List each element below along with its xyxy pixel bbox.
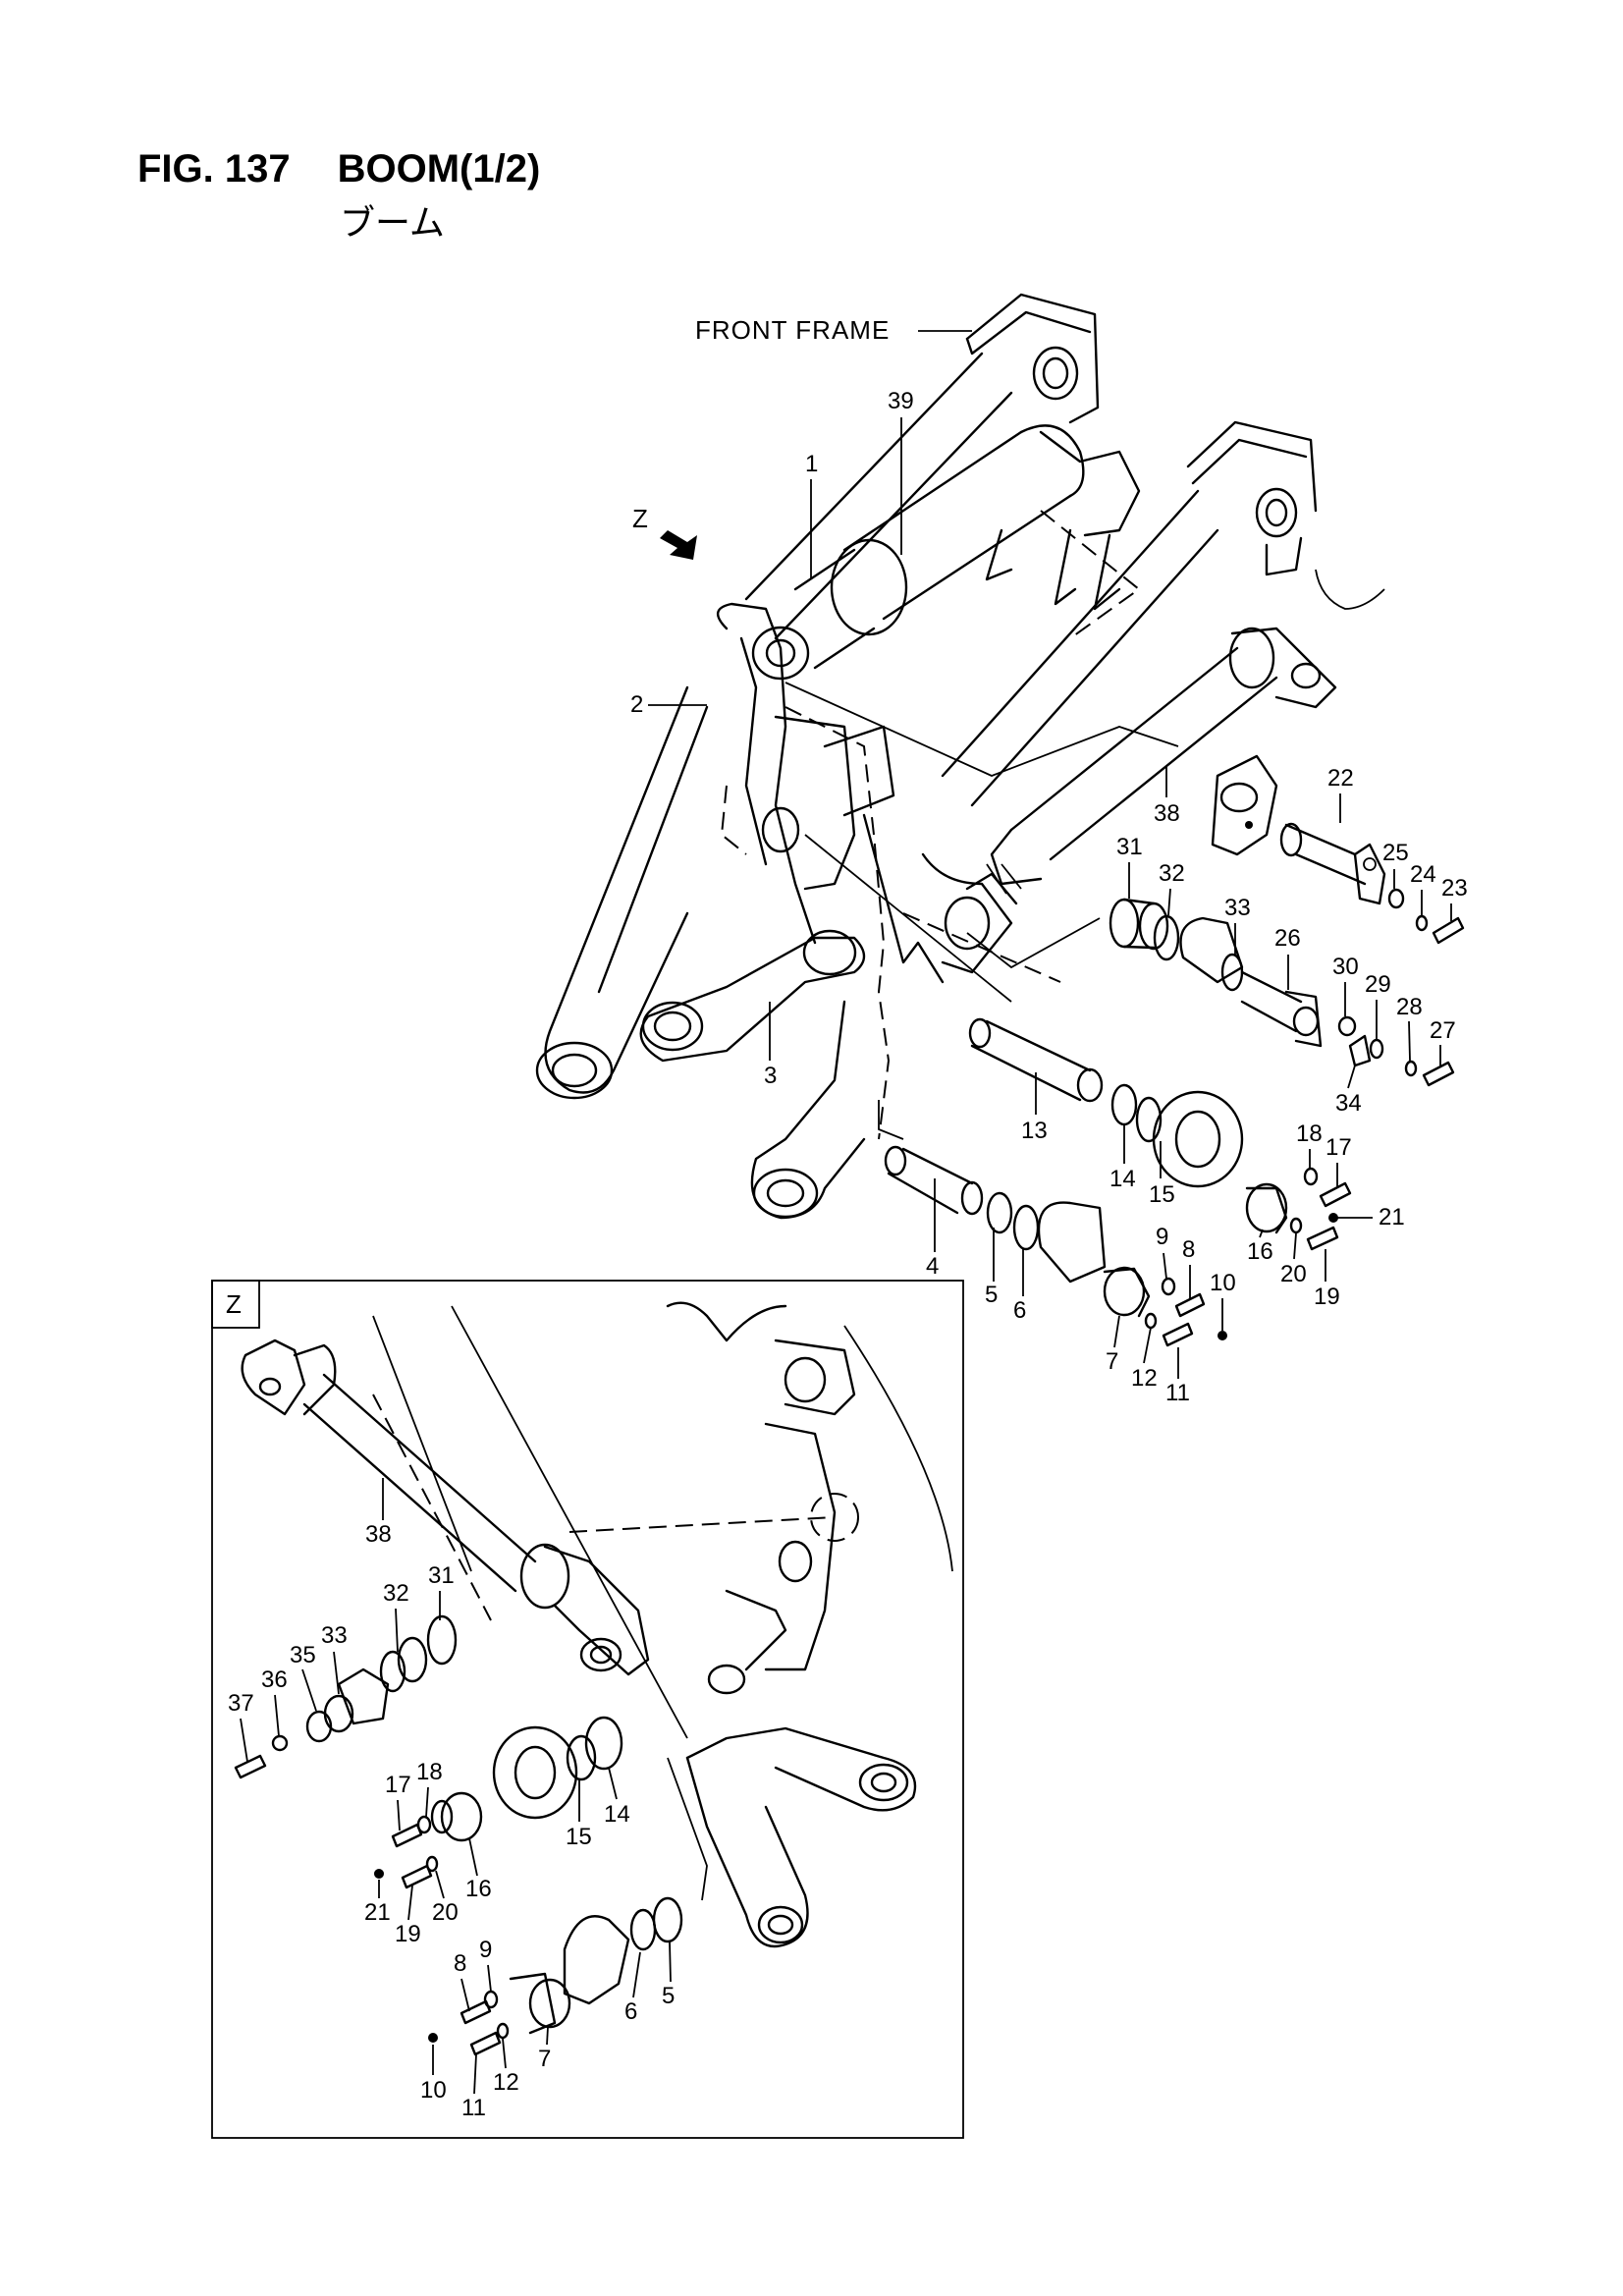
detail-drawing	[241, 1301, 953, 1948]
part-pin-4-group	[884, 1145, 1227, 1347]
boom-arm	[535, 602, 1018, 1100]
steering-cylinder-38	[986, 627, 1337, 895]
detail-callout-15: 15	[566, 1824, 592, 1850]
part-pin-26-group	[1109, 898, 1455, 1087]
detail-callout-36: 37	[228, 1690, 254, 1717]
detail-callout-14: 14	[604, 1801, 630, 1828]
detail-callout-8: 8	[454, 1950, 466, 1977]
detail-callout-11: 11	[461, 2095, 486, 2121]
callout-1: 1	[805, 451, 818, 477]
main-view-callouts: 39 1 2 3 4 5 6 7 8 9 10	[630, 388, 1468, 1406]
detail-callout-31: 31	[428, 1562, 455, 1589]
view-z-label: Z	[632, 504, 649, 533]
front-frame-label: FRONT FRAME	[695, 315, 890, 345]
part-bracket-22-group	[1211, 754, 1465, 945]
detail-callout-21: 21	[364, 1899, 391, 1926]
detail-view-frame	[211, 1280, 964, 2139]
callout-23: 23	[1441, 875, 1468, 902]
pin-leader-line-13	[804, 834, 1012, 1003]
callout-10: 10	[1210, 1270, 1236, 1296]
detail-callout-19: 19	[395, 1921, 421, 1947]
callout-7: 7	[1106, 1348, 1118, 1375]
callout-13: 13	[1021, 1118, 1048, 1144]
callout-6: 6	[1013, 1297, 1026, 1324]
callout-5: 5	[985, 1282, 998, 1308]
figure-name: BOOM(1/2)	[337, 147, 541, 191]
callout-20: 20	[1280, 1261, 1307, 1287]
detail-callout-12: 12	[493, 2069, 519, 2096]
pin-leader-line	[784, 682, 1179, 777]
callout-16: 16	[1247, 1238, 1273, 1265]
callout-4: 4	[926, 1253, 939, 1280]
callout-30: 30	[1332, 954, 1359, 980]
callout-32: 32	[1159, 860, 1185, 887]
detail-view-label-box	[211, 1280, 260, 1329]
callout-8: 8	[1182, 1236, 1195, 1263]
detail-callout-6: 6	[624, 1998, 637, 2025]
callout-19: 19	[1314, 1284, 1340, 1310]
detail-callout-17: 17	[385, 1772, 411, 1798]
callout-26: 26	[1274, 925, 1301, 952]
pin-alignment-dash-line-left	[720, 785, 747, 855]
view-z-arrow: Z	[632, 504, 697, 560]
callout-9: 9	[1156, 1224, 1168, 1250]
figure-number: FIG. 137	[137, 147, 291, 191]
detail-view-z: Z	[211, 1280, 964, 2139]
callout-28: 28	[1396, 994, 1423, 1020]
front-frame-drawing	[744, 293, 1385, 807]
detail-callout-7: 7	[538, 2046, 551, 2072]
detail-callout-10: 10	[420, 2077, 447, 2104]
callout-39: 39	[888, 388, 914, 414]
detail-parts	[234, 1614, 683, 2056]
detail-callout-20: 20	[432, 1899, 459, 1926]
detail-callout-33: 33	[321, 1622, 348, 1649]
detail-callout-16: 16	[465, 1876, 492, 1902]
detail-callout-38: 38	[365, 1521, 392, 1548]
figure-subtitle-japanese: ブーム	[340, 203, 445, 244]
callout-22: 22	[1327, 765, 1354, 792]
callout-38: 38	[1154, 800, 1180, 827]
callout-18: 18	[1296, 1121, 1323, 1147]
part-pin-13-group	[968, 1017, 1352, 1251]
callout-24: 24	[1410, 861, 1436, 888]
detail-callout-18: 18	[416, 1759, 443, 1785]
callout-21: 21	[1379, 1204, 1405, 1230]
callout-27: 27	[1430, 1017, 1456, 1044]
main-assembly-view: Z FRONT FRAME 39 1 2 3 4 5 6 7	[535, 293, 1468, 1406]
detail-view-callouts: 38 31 32 33 35 36 37 17 18 21	[228, 1478, 675, 2121]
detail-view-label: Z	[226, 1289, 243, 1319]
detail-callout-9: 9	[479, 1937, 492, 1963]
callout-29: 29	[1365, 971, 1391, 998]
callout-12: 12	[1131, 1365, 1158, 1392]
callout-33: 33	[1224, 895, 1251, 921]
callout-3: 3	[764, 1063, 777, 1089]
callout-14: 14	[1109, 1166, 1136, 1192]
callout-17: 17	[1325, 1134, 1352, 1161]
pin-alignment-dash-line-center	[902, 912, 1061, 983]
callout-2: 2	[630, 691, 643, 718]
callout-25: 25	[1382, 840, 1409, 866]
boom-cylinder-39	[793, 424, 1085, 670]
pin-alignment-dash-line-top	[1040, 510, 1141, 639]
detail-callout-37: 36	[261, 1667, 288, 1693]
callout-15: 15	[1149, 1181, 1175, 1208]
bell-crank-link-3	[639, 929, 866, 1220]
pin-alignment-dash-line	[784, 706, 891, 1140]
detail-callout-5: 5	[662, 1983, 675, 2009]
callout-11: 11	[1165, 1380, 1190, 1406]
detail-callout-35: 35	[290, 1642, 316, 1668]
pin-leader-line-26	[966, 917, 1101, 969]
callout-31: 31	[1116, 834, 1143, 860]
callout-34: 34	[1335, 1090, 1362, 1117]
pin-leader-line-4	[878, 1100, 904, 1140]
detail-callout-32: 32	[383, 1580, 409, 1607]
figure-title: FIG. 137 BOOM(1/2)	[137, 147, 540, 191]
